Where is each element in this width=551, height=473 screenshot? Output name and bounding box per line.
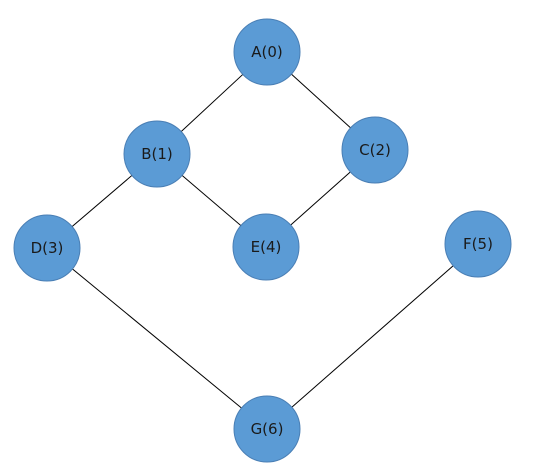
node-label-e: E(4) bbox=[251, 238, 282, 256]
node-label-d: D(3) bbox=[31, 239, 64, 257]
node-c: C(2) bbox=[341, 116, 409, 184]
node-label-b: B(1) bbox=[141, 145, 173, 163]
node-circle-g bbox=[233, 395, 301, 463]
nodes-layer: A(0) B(1) C(2) D(3) E(4) F(5) G(6) bbox=[13, 18, 512, 463]
node-d: D(3) bbox=[13, 214, 81, 282]
node-f: F(5) bbox=[444, 210, 512, 278]
node-b: B(1) bbox=[123, 120, 191, 188]
node-circle-a bbox=[233, 18, 301, 86]
node-circle-d bbox=[13, 214, 81, 282]
node-label-a: A(0) bbox=[251, 43, 283, 61]
node-label-c: C(2) bbox=[359, 141, 391, 159]
node-circle-e bbox=[232, 213, 300, 281]
node-g: G(6) bbox=[233, 395, 301, 463]
edge-f-g bbox=[266, 243, 479, 430]
node-e: E(4) bbox=[232, 213, 300, 281]
edge-d-g bbox=[46, 247, 268, 430]
node-label-f: F(5) bbox=[463, 235, 493, 253]
node-a: A(0) bbox=[233, 18, 301, 86]
node-circle-c bbox=[341, 116, 409, 184]
node-circle-b bbox=[123, 120, 191, 188]
node-label-g: G(6) bbox=[251, 420, 284, 438]
node-circle-f bbox=[444, 210, 512, 278]
